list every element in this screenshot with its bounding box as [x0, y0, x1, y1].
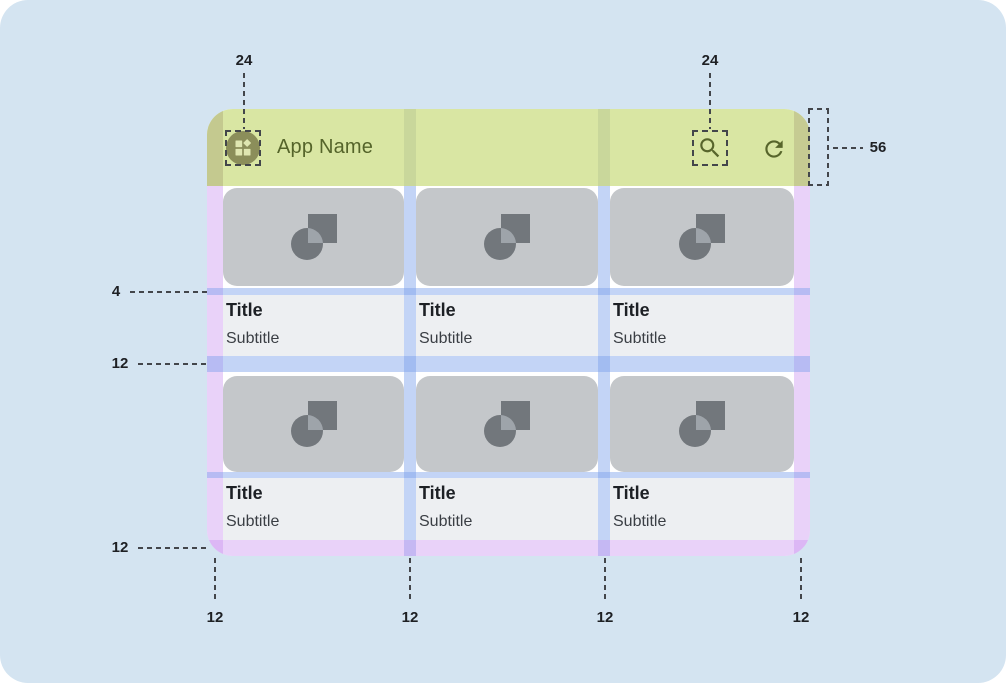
measure-label-margin: 12	[792, 609, 810, 626]
row-gap-overlay	[207, 356, 810, 372]
card-text-block[interactable]: Title Subtitle	[610, 478, 794, 540]
measure-label-appbar-height: 56	[869, 139, 887, 156]
card-title: Title	[226, 483, 263, 503]
card-subtitle: Subtitle	[613, 330, 667, 347]
measure-label-row-gap: 12	[111, 355, 129, 372]
card-image[interactable]	[416, 188, 598, 286]
leader-line	[409, 558, 411, 602]
right-margin-overlay-appbar	[794, 109, 810, 186]
height-bracket-line	[808, 184, 829, 186]
app-icon-button[interactable]	[226, 131, 260, 165]
leader-line	[604, 558, 606, 602]
measure-label-gutter: 12	[401, 609, 419, 626]
measure-label-bottom-margin-left: 12	[111, 539, 129, 556]
card-image[interactable]	[223, 188, 404, 286]
app-bar-title: App Name	[277, 136, 374, 158]
leader-line	[243, 73, 245, 129]
gutter-overlay-appbar-1	[404, 109, 416, 186]
measure-label-gutter: 12	[596, 609, 614, 626]
left-margin-overlay	[207, 186, 223, 556]
leader-line	[130, 291, 207, 293]
card-subtitle: Subtitle	[226, 330, 280, 347]
card-title: Title	[613, 300, 650, 320]
card-title: Title	[226, 300, 263, 320]
image-placeholder-icon	[679, 214, 725, 260]
measure-label-margin: 12	[206, 609, 224, 626]
measure-label-image-text-gap: 4	[111, 283, 121, 300]
card-text-block[interactable]: Title Subtitle	[223, 295, 404, 356]
leader-line	[800, 558, 802, 602]
leader-line	[138, 547, 207, 549]
card-subtitle: Subtitle	[419, 330, 473, 347]
card-text-block[interactable]: Title Subtitle	[416, 295, 598, 356]
image-placeholder-icon	[290, 214, 337, 260]
top-app-bar-content: App Name	[207, 109, 810, 186]
card-title: Title	[419, 483, 456, 503]
card-image[interactable]	[610, 376, 794, 472]
card-image[interactable]	[416, 376, 598, 472]
measure-label-leading-icon: 24	[235, 52, 253, 69]
image-placeholder-icon	[679, 401, 725, 447]
leader-line	[214, 558, 216, 602]
height-bracket-line	[808, 108, 829, 110]
refresh-icon[interactable]	[761, 136, 787, 162]
card-image[interactable]	[610, 188, 794, 286]
card-image[interactable]	[223, 376, 404, 472]
gutter-overlay-appbar-2	[598, 109, 610, 186]
card-title: Title	[419, 300, 456, 320]
card-subtitle: Subtitle	[226, 513, 280, 530]
right-margin-overlay	[794, 186, 810, 556]
left-margin-overlay-appbar	[207, 109, 223, 186]
card-text-block[interactable]: Title Subtitle	[610, 295, 794, 356]
height-bracket-line	[808, 109, 810, 185]
search-icon[interactable]	[697, 135, 723, 161]
measure-label-action-icon: 24	[701, 52, 719, 69]
icon-measure-box-search	[692, 130, 728, 166]
card-subtitle: Subtitle	[613, 513, 667, 530]
image-placeholder-icon	[290, 401, 337, 447]
app-mockup: Title Subtitle Title Subtitle Title Subt…	[207, 109, 810, 556]
image-placeholder-icon	[484, 214, 530, 260]
card-title: Title	[613, 483, 650, 503]
card-subtitle: Subtitle	[419, 513, 473, 530]
image-text-gap-overlay-row1	[207, 288, 810, 295]
apps-icon	[235, 139, 251, 156]
leader-line	[709, 73, 711, 129]
leader-line	[833, 147, 863, 149]
icon-measure-box-app	[225, 130, 261, 166]
gutter-overlay-1	[404, 186, 416, 556]
height-bracket-line	[827, 109, 829, 185]
card-text-block[interactable]: Title Subtitle	[223, 478, 404, 540]
bottom-margin-overlay	[207, 540, 810, 556]
image-placeholder-icon	[484, 401, 530, 447]
card-text-block[interactable]: Title Subtitle	[416, 478, 598, 540]
leader-line	[138, 363, 207, 365]
gutter-overlay-2	[598, 186, 610, 556]
